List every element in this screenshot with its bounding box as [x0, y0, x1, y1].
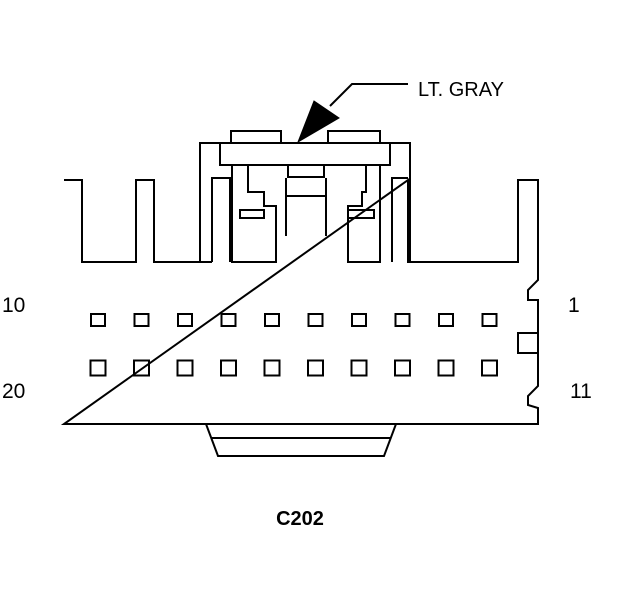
pin-label-11: 11 — [570, 380, 592, 403]
pin-cavity-12 — [437, 359, 455, 377]
latch-inner-right — [391, 177, 408, 262]
pin-cavity-5 — [307, 313, 324, 327]
connector-title: C202 — [276, 508, 324, 530]
pin-cavity-1 — [481, 313, 498, 327]
lock-finger-right-detail — [347, 209, 375, 219]
pin-cavity-3 — [394, 313, 411, 327]
pin-label-10: 10 — [2, 294, 25, 317]
lock-finger-right — [347, 165, 381, 263]
callout-arrow — [297, 100, 340, 144]
pin-cavity-7 — [220, 313, 237, 327]
pin-cavity-13 — [394, 359, 411, 377]
pin-cavity-20 — [89, 359, 107, 377]
pin-cavity-16 — [263, 359, 281, 377]
pin-label-1: 1 — [568, 294, 580, 317]
latch-tab-left — [230, 130, 282, 144]
pin-grid — [89, 313, 498, 377]
pin-cavity-4 — [351, 313, 367, 327]
bottom-tab — [205, 423, 397, 457]
pin-cavity-8 — [177, 313, 193, 327]
pin-cavity-15 — [307, 359, 324, 377]
pin-cavity-9 — [133, 313, 150, 327]
pin-cavity-18 — [176, 359, 194, 377]
lock-finger-left-detail — [239, 209, 265, 219]
latch-crossbar — [219, 142, 391, 166]
latch-inner-left — [211, 177, 231, 262]
pin-cavity-6 — [264, 313, 280, 327]
side-key — [517, 332, 539, 354]
latch-center-block — [287, 164, 325, 178]
pin-cavity-14 — [350, 359, 368, 377]
callout-leader — [329, 83, 408, 107]
latch-tab-right — [327, 130, 381, 144]
pin-cavity-10 — [90, 313, 106, 327]
connector-body — [60, 178, 539, 425]
pin-label-20: 20 — [2, 380, 25, 403]
pin-cavity-11 — [481, 359, 498, 377]
lock-finger-left — [231, 165, 277, 263]
pin-cavity-17 — [220, 359, 237, 377]
pin-cavity-19 — [133, 359, 150, 377]
pin-cavity-2 — [438, 313, 454, 327]
callout-label: LT. GRAY — [418, 79, 504, 101]
